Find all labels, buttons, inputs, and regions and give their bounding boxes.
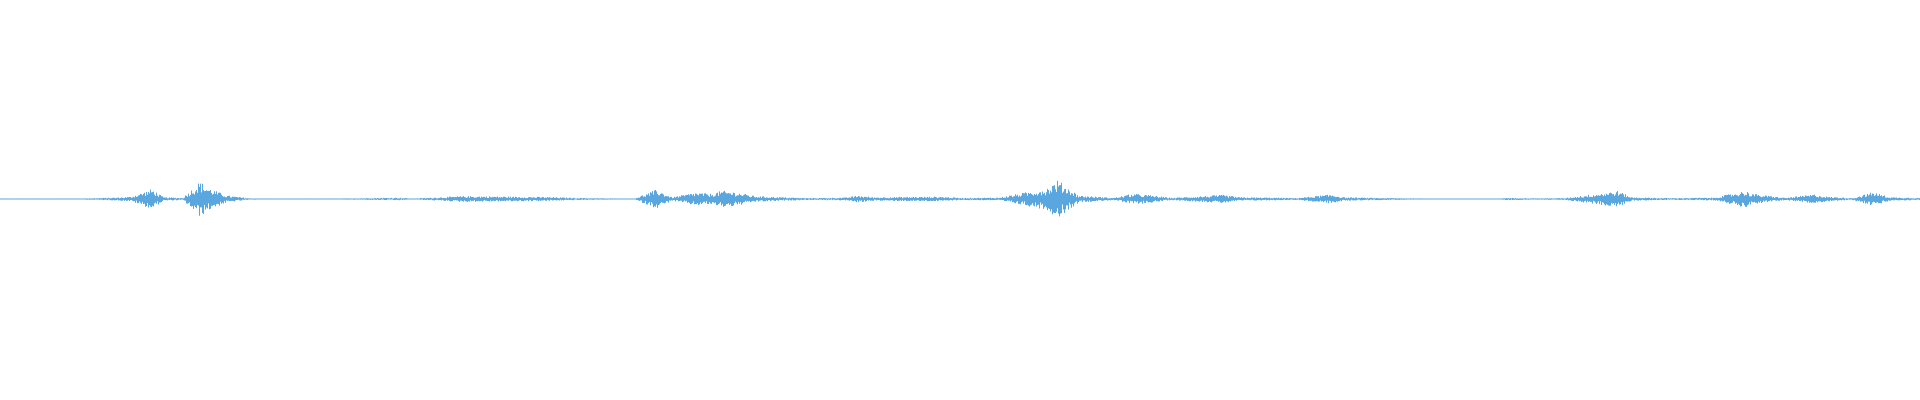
waveform-path (0, 180, 1920, 217)
waveform-series (0, 180, 1920, 217)
